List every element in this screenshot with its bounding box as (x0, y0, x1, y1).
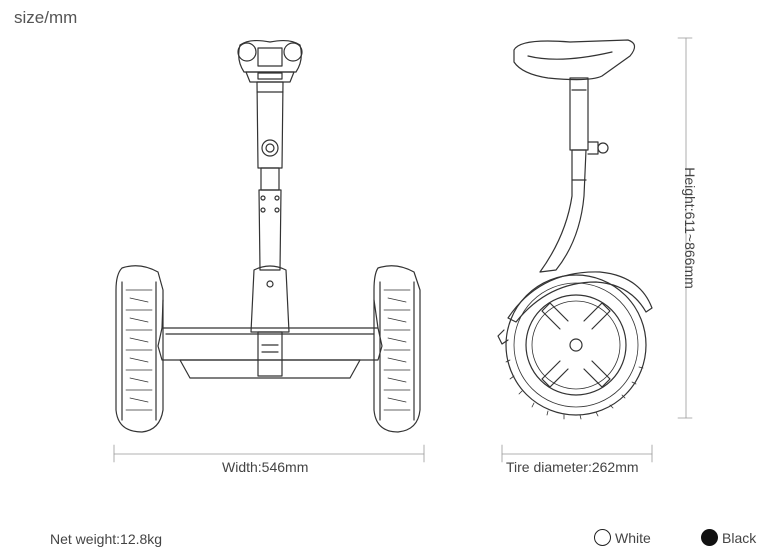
net-weight-label: Net weight:12.8kg (50, 531, 163, 547)
unit-label: size/mm (14, 8, 78, 27)
width-dimension-label: Width:546mm (222, 459, 309, 475)
white-swatch-icon (594, 529, 611, 546)
black-swatch-icon (701, 529, 718, 546)
color-option-black[interactable]: Black (701, 529, 756, 546)
color-option-label: Black (722, 529, 757, 546)
side-view-drawing (497, 39, 653, 420)
front-view-drawing (115, 39, 421, 433)
height-dimension-label: Height:611~866mm (682, 167, 698, 289)
dimension-lines (113, 37, 693, 463)
color-option-label: White (615, 529, 651, 546)
tire-diameter-label: Tire diameter:262mm (506, 459, 639, 475)
color-option-white[interactable]: White (594, 529, 651, 546)
